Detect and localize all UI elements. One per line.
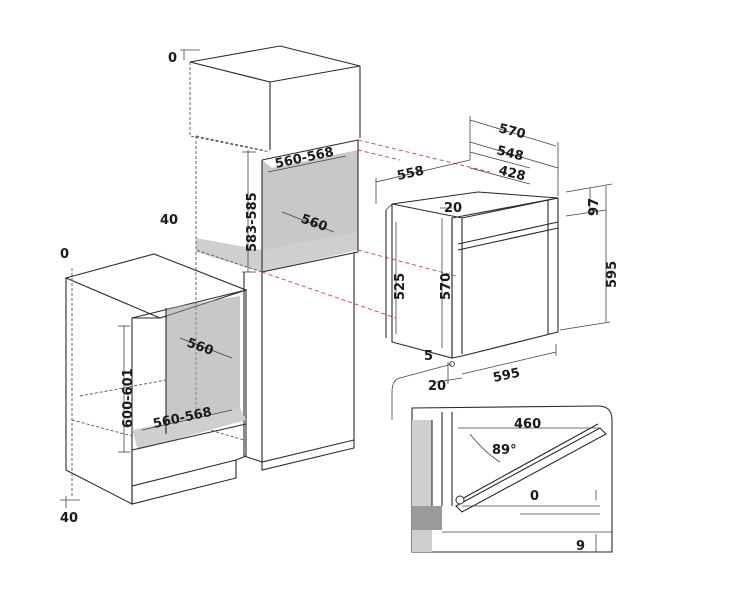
label-base-top-0: 0 bbox=[60, 247, 69, 262]
label-oven-595-height: 595 bbox=[605, 261, 620, 288]
label-tall-height: 583-585 bbox=[245, 192, 260, 252]
door-detail bbox=[391, 363, 613, 553]
label-oven-595-width: 595 bbox=[492, 366, 522, 386]
label-tall-left-40: 40 bbox=[160, 213, 178, 228]
label-oven-97: 97 bbox=[587, 198, 602, 216]
label-oven-525: 525 bbox=[393, 273, 408, 300]
label-oven-20: 20 bbox=[444, 201, 462, 216]
tall-cabinet bbox=[180, 45, 361, 471]
base-cabinet bbox=[60, 253, 248, 508]
label-oven-width-570: 570 bbox=[497, 121, 527, 142]
label-oven-width-548: 548 bbox=[495, 143, 525, 164]
oven bbox=[375, 116, 613, 384]
label-door-angle: 89° bbox=[492, 443, 517, 458]
label-door-0: 0 bbox=[530, 489, 539, 504]
dimension-labels: 0 40 560-568 583-585 560 0 600-601 560 5… bbox=[60, 51, 620, 554]
alignment-guides bbox=[261, 139, 491, 319]
label-tall-top-0: 0 bbox=[168, 51, 177, 66]
label-oven-width-428: 428 bbox=[497, 163, 527, 184]
label-oven-depth-558: 558 bbox=[396, 164, 426, 184]
label-door-9: 9 bbox=[576, 539, 585, 554]
label-base-bottom-40: 40 bbox=[60, 511, 78, 526]
label-oven-5: 5 bbox=[424, 349, 433, 364]
label-base-height: 600-601 bbox=[121, 368, 136, 428]
label-oven-570: 570 bbox=[439, 273, 454, 300]
label-oven-20-bottom: 20 bbox=[428, 379, 446, 394]
label-door-460: 460 bbox=[514, 417, 541, 432]
